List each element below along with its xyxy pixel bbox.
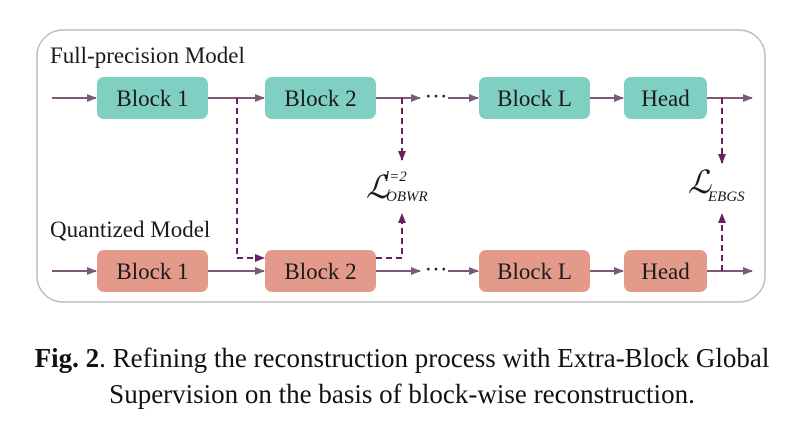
diagram-frame [36,29,766,303]
q-ellipsis: ··· [425,257,448,282]
loss-obwr-subscript: OBWR [386,189,428,205]
diagram-canvas: Full-precision Model Quantized Model Blo… [36,29,766,303]
dashed-arrow-fp-to-q-block2 [236,98,265,262]
q-block-1: Block 1 [97,250,208,292]
loss-ebgs: ℒ EBGS [688,164,745,205]
fp-block-2: Block 2 [265,77,376,119]
fp-head-label: Head [641,86,690,111]
quantized-model-label: Quantized Model [50,217,210,242]
loss-obwr: ℒ l=2 OBWR [366,169,428,205]
loss-ebgs-symbol: ℒ [688,164,712,200]
loss-obwr-symbol: ℒ [366,169,390,205]
fp-block-l-label: Block L [497,86,572,111]
q-head: Head [624,250,707,292]
fp-head: Head [624,77,707,119]
figure-label: Fig. 2 [34,343,100,373]
figure-caption: Fig. 2. Refining the reconstruction proc… [27,340,777,412]
fp-ellipsis: ··· [425,84,448,109]
q-block-2: Block 2 [265,250,376,292]
full-precision-model-label: Full-precision Model [50,43,245,68]
fp-block-2-label: Block 2 [284,86,356,111]
q-head-label: Head [641,259,690,284]
fp-block-1-label: Block 1 [116,86,188,111]
q-block-l-label: Block L [497,259,572,284]
q-block-l: Block L [479,250,590,292]
dashed-arrow-q-block2-to-obwr [376,213,406,259]
caption-text: . Refining the reconstruction process wi… [99,343,770,409]
fp-block-l: Block L [479,77,590,119]
q-block-2-label: Block 2 [284,259,356,284]
loss-ebgs-subscript: EBGS [707,189,745,205]
loss-obwr-superscript: l=2 [385,169,407,185]
fp-block-1: Block 1 [97,77,208,119]
q-block-1-label: Block 1 [116,259,188,284]
